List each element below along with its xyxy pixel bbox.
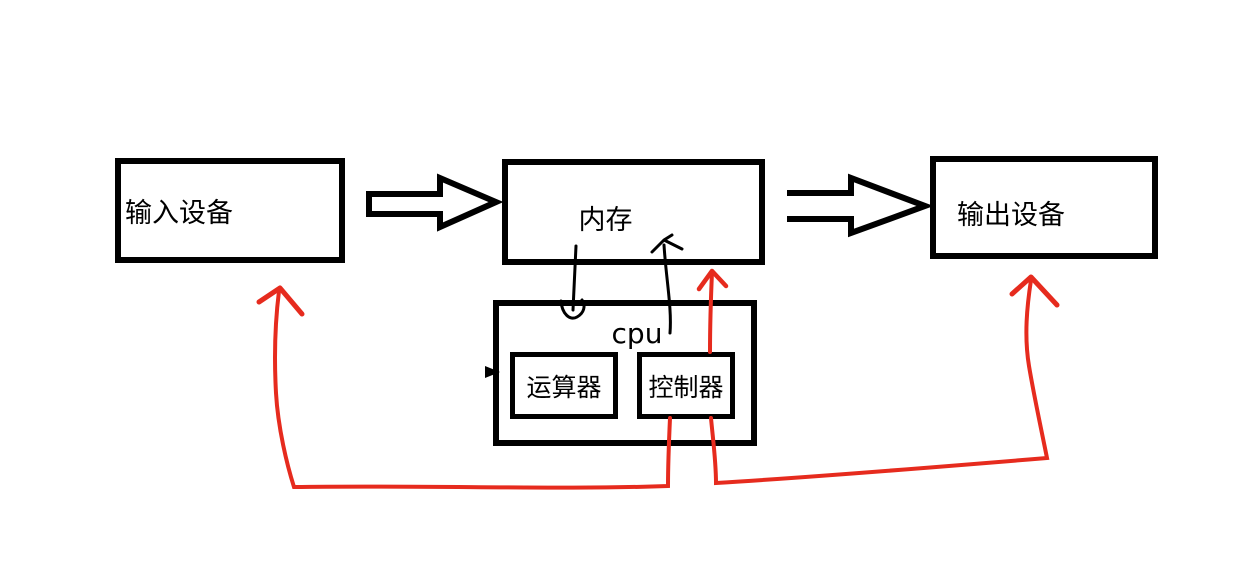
arrow-controller-to-memory-head — [696, 268, 729, 292]
memory-box: 内存 — [502, 159, 765, 265]
memory-label: 内存 — [578, 204, 633, 236]
cpu-label: cpu — [611, 317, 663, 350]
alu-box: 运算器 — [510, 352, 618, 419]
output-device-box: 输出设备 — [930, 156, 1158, 259]
output-device-label: 输出设备 — [957, 200, 1065, 231]
input-device-box: 输入设备 — [115, 158, 345, 263]
arrow-controller-to-output-shaft — [709, 278, 1050, 486]
arrow-controller-to-output-head — [1009, 274, 1060, 308]
block-arrow-memory-to-output-icon — [787, 173, 934, 238]
input-device-label: 输入设备 — [125, 198, 233, 229]
alu-label: 运算器 — [526, 372, 602, 402]
controller-box: 控制器 — [637, 352, 735, 419]
controller-label: 控制器 — [648, 372, 724, 402]
block-arrow-input-to-memory-icon — [366, 173, 504, 232]
arrow-controller-to-input-head — [256, 285, 305, 317]
